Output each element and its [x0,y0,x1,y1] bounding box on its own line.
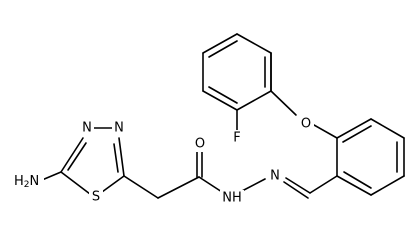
bond-carbonyl-nh [198,176,223,193]
bond-ring1-inner-2 [208,86,238,104]
bond-c2-s1 [101,175,125,193]
bond-ring2-inner-3 [343,171,372,189]
bond-ring2-o [313,124,338,139]
atom-labels: N N S H2N O NH N O F [12,116,314,206]
bond-c5-nh2 [41,171,62,181]
atom-imine-nitrogen: N [270,169,280,184]
bond-ring1-c1-c2 [236,33,272,54]
bond-n-ch-2 [283,181,309,199]
bond-nh-n [241,178,266,192]
bond-lines [41,33,405,199]
atom-n-top-right: N [114,121,124,136]
bond-ring1-c2-c3 [202,33,238,54]
bond-ring2-c3-c4 [370,118,405,139]
bond-n3-c2-inner [113,143,119,173]
amine-n: N [30,174,40,189]
bond-c5-n4 [60,137,84,173]
bond-n3-c2 [118,137,125,177]
bond-ring1-inner-1 [208,40,238,58]
amine-h: H [14,174,24,189]
atom-n-top-left: N [82,121,92,136]
atom-sulfur: S [92,190,100,205]
atom-carbonyl-oxygen: O [195,137,205,152]
bond-ring2-c5-c6 [370,175,405,196]
bond-ring2-c2-c3 [336,118,372,139]
atom-amine: H2N [14,174,39,191]
bond-s1-c5 [60,171,91,195]
molecule-structure: N N S H2N O NH N O F [12,33,405,206]
bond-ring1-c4-c5 [202,90,238,111]
amine-subscript: 2 [24,180,30,190]
atom-fluorine: F [233,131,240,146]
bond-c5-n4-inner [67,142,87,171]
bond-ch-ring [309,175,338,194]
bond-ring2-inner-1 [342,125,372,143]
bond-ch2-carbonyl [157,176,200,199]
bond-n-ch-1 [285,177,311,194]
atom-hydrazide-nh: NH [222,191,242,206]
bond-ring-ch2 [123,175,159,199]
atom-ether-oxygen: O [301,117,311,132]
bond-o-ch2 [270,90,297,116]
bond-ring2-c6-c1 [336,175,372,196]
bond-ring1-c5-c6 [236,90,272,111]
